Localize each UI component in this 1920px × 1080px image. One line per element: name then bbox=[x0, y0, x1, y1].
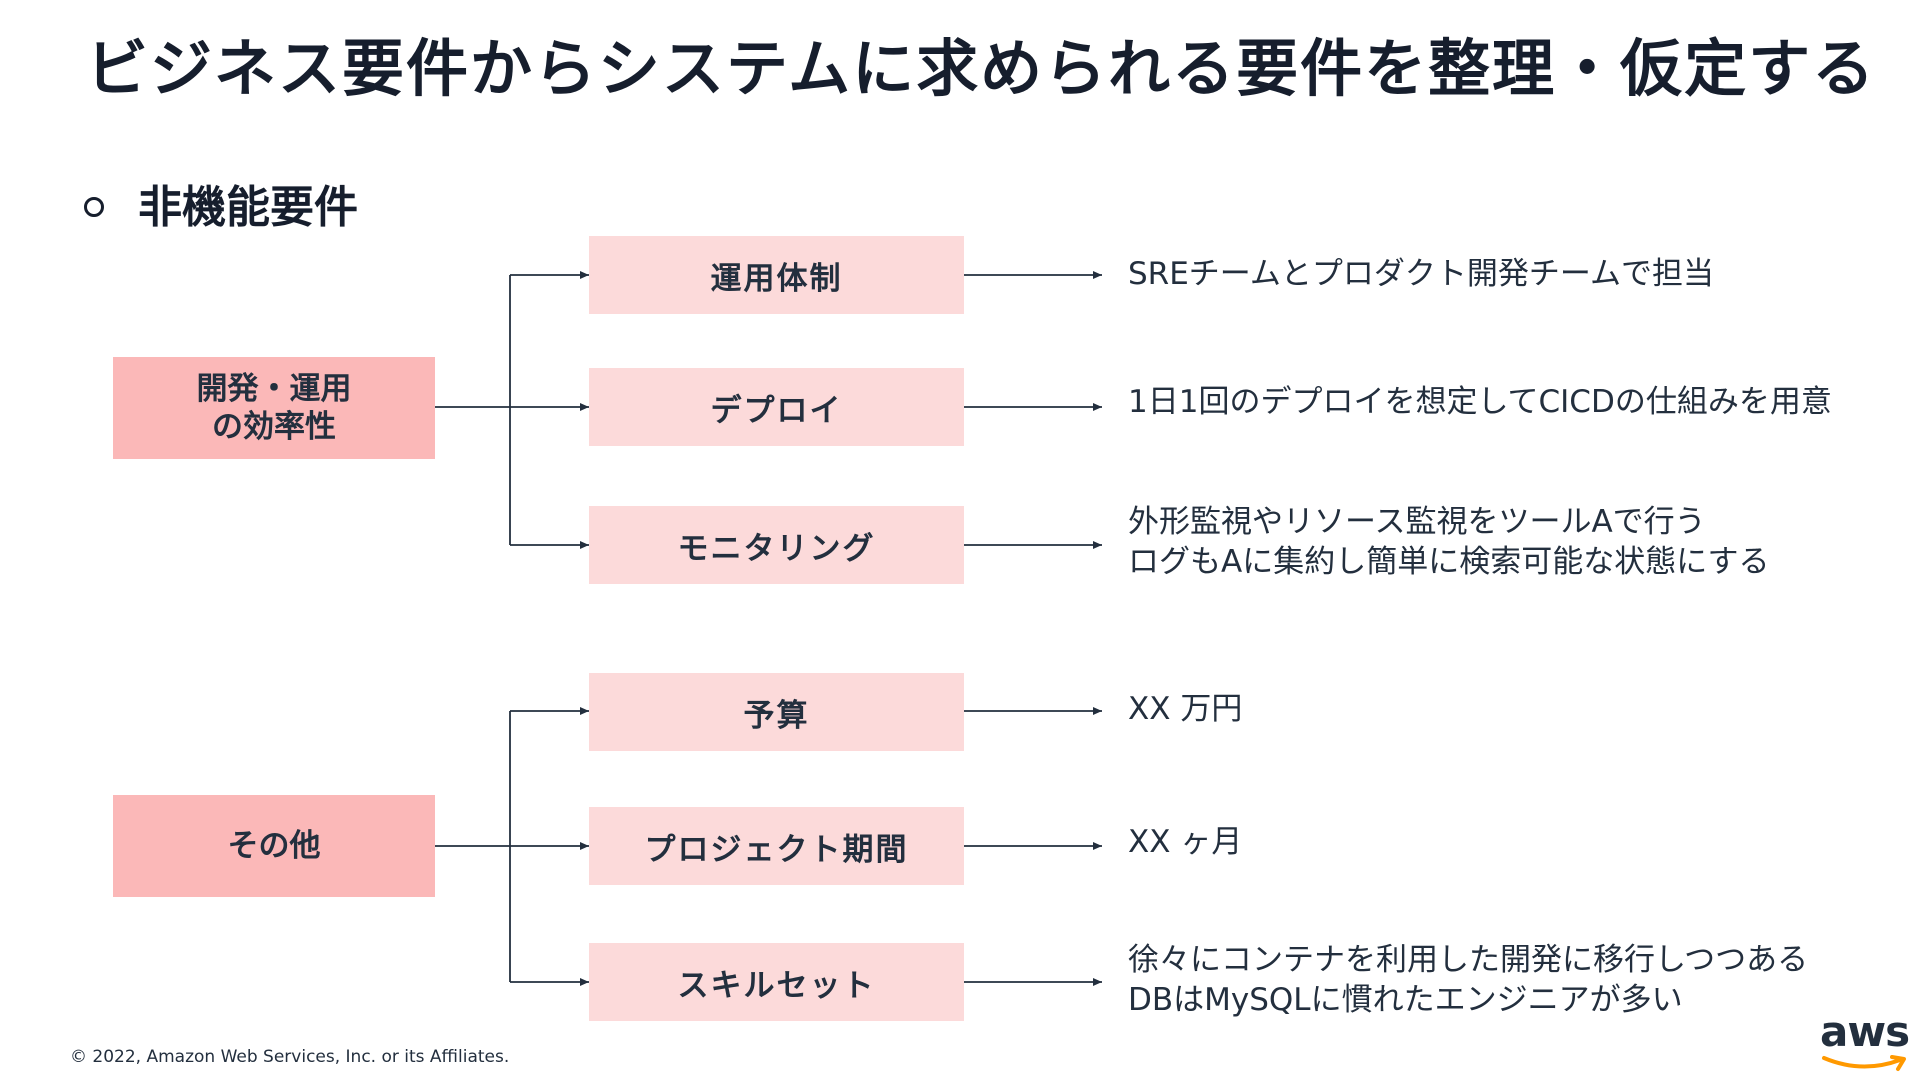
item-box-budget: 予算 bbox=[589, 673, 964, 751]
item-box-deploy: デプロイ bbox=[589, 368, 964, 446]
page-title: ビジネス要件からシステムに求められる要件を整理・仮定する bbox=[86, 32, 1877, 105]
section-heading: 非機能要件 bbox=[84, 168, 358, 238]
item-box-skillset: スキルセット bbox=[589, 943, 964, 1021]
section-heading-text: 非機能要件 bbox=[138, 182, 358, 233]
desc-monitoring: 外形監視やリソース監視をツールAで行う ログもAに集約し簡単に検索可能な状態にす… bbox=[1128, 504, 1770, 580]
desc-operations: SREチームとプロダクト開発チームで担当 bbox=[1128, 256, 1714, 292]
copyright-footer: © 2022, Amazon Web Services, Inc. or its… bbox=[70, 1047, 510, 1067]
item-box-operations: 運用体制 bbox=[589, 236, 964, 314]
desc-project-period: XX ヶ月 bbox=[1128, 824, 1243, 860]
desc-skillset: 徐々にコンテナを利用した開発に移行しつつある DBはMySQLに慣れたエンジニア… bbox=[1128, 942, 1809, 1018]
desc-deploy: 1日1回のデプロイを想定してCICDの仕組みを用意 bbox=[1128, 384, 1832, 420]
bullet-circle-icon bbox=[84, 197, 104, 217]
category-box-other: その他 bbox=[113, 795, 435, 897]
category-box-efficiency: 開発・運用 の効率性 bbox=[113, 357, 435, 459]
aws-logo: aws bbox=[1820, 1010, 1912, 1072]
desc-budget: XX 万円 bbox=[1128, 691, 1243, 727]
aws-smile-icon bbox=[1822, 1055, 1906, 1071]
item-box-project-period: プロジェクト期間 bbox=[589, 807, 964, 885]
item-box-monitoring: モニタリング bbox=[589, 506, 964, 584]
aws-logo-text: aws bbox=[1820, 1007, 1910, 1056]
